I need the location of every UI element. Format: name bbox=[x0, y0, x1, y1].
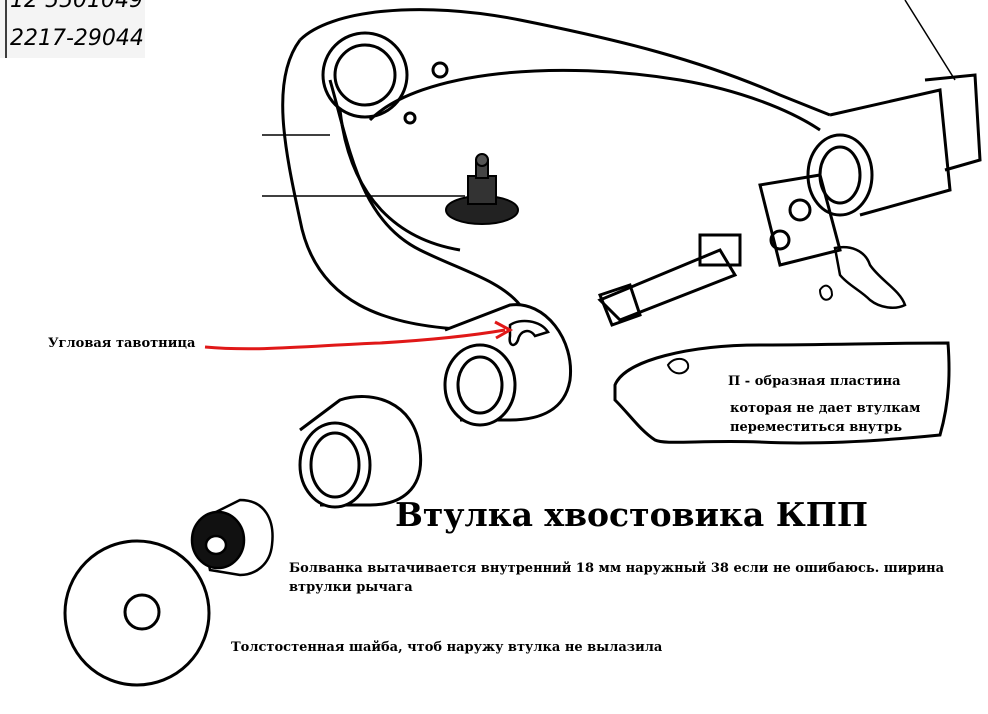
corner-grease-nipple-label: Угловая тавотница bbox=[48, 336, 196, 351]
annotation-arrow bbox=[204, 328, 506, 351]
plate-tab bbox=[833, 246, 907, 309]
leader-line bbox=[904, 0, 956, 81]
part-number-1: 12 5501049 bbox=[10, 0, 143, 13]
diagram-title: Втулка хвостовика КПП bbox=[395, 495, 869, 534]
part-number-panel bbox=[0, 0, 145, 58]
plate-label-line2: которая не дает втулкам bbox=[730, 401, 921, 416]
bushing-blank bbox=[190, 498, 274, 577]
blank-label-line1: Болванка вытачивается внутренний 18 мм н… bbox=[289, 561, 945, 576]
plate-hole bbox=[666, 357, 690, 375]
part-number-2: 2217-29044 bbox=[10, 26, 144, 51]
u-shaped-plate bbox=[613, 341, 951, 445]
plate-label-line3: переместиться внутрь bbox=[730, 420, 903, 435]
bushing-eye bbox=[443, 303, 573, 427]
washer-label: Толстостенная шайба, чтоб наружу втулка … bbox=[231, 640, 663, 655]
annotation-arrowhead bbox=[494, 320, 514, 340]
blank-label-line2: втрулки рычага bbox=[289, 580, 413, 595]
plate-label-line1: П - образная пластина bbox=[728, 374, 901, 389]
bushing bbox=[298, 395, 423, 509]
grease-nipple bbox=[445, 153, 519, 225]
pivot-shaft bbox=[597, 73, 982, 327]
plate-hole bbox=[818, 284, 834, 301]
control-arm bbox=[281, 8, 831, 332]
grease-fitting-mark bbox=[508, 319, 550, 347]
thick-washer bbox=[63, 539, 211, 687]
